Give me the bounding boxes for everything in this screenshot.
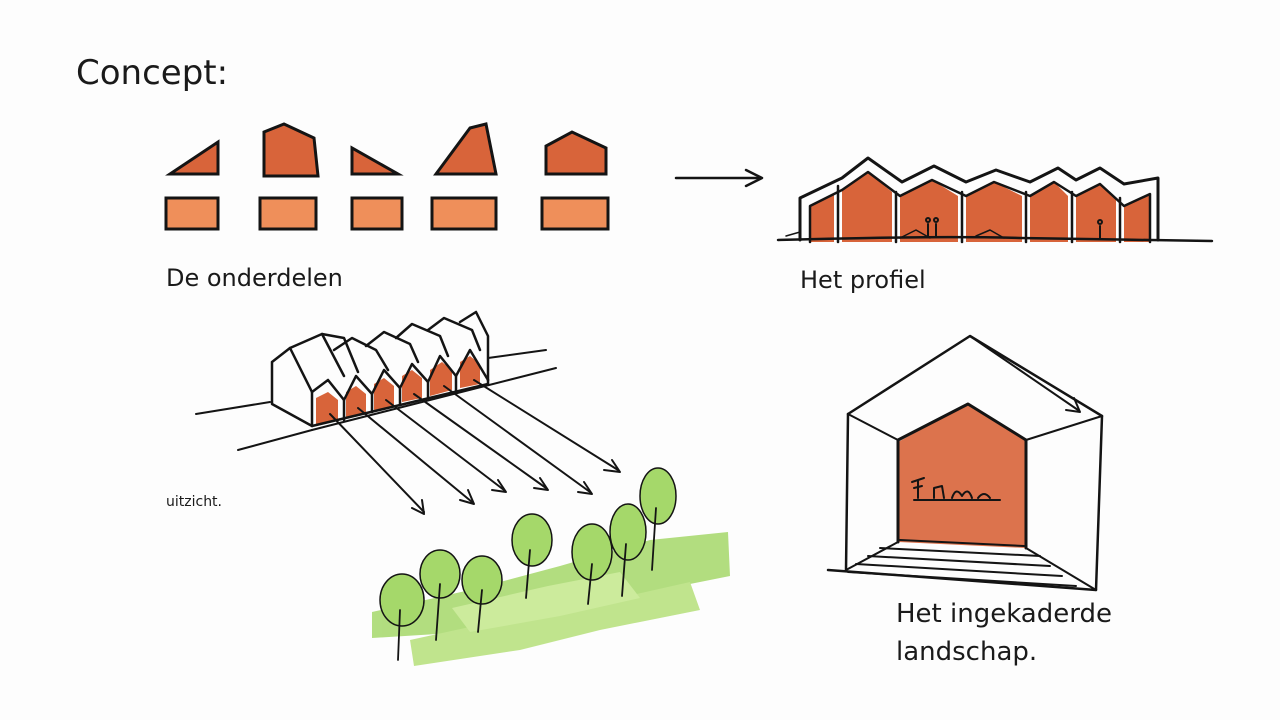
base-pieces <box>164 196 610 231</box>
roof-piece-3 <box>350 145 404 176</box>
base-piece-4 <box>430 196 498 231</box>
base-piece-5 <box>540 196 610 231</box>
profile-building <box>776 156 1214 244</box>
tree-icon <box>511 513 553 599</box>
base-piece-2 <box>258 196 318 231</box>
framed-label-line1: Het ingekaderde <box>896 599 1112 629</box>
title-text: Concept: <box>76 53 228 93</box>
base-piece-3 <box>350 196 404 231</box>
parts-label: De onderdelen <box>166 264 343 292</box>
base-piece-1 <box>164 196 220 231</box>
tree-icon <box>609 503 647 597</box>
profile-label: Het profiel <box>800 266 926 294</box>
tree-icon <box>571 523 613 605</box>
arrow-right-icon <box>674 168 764 188</box>
tree-icon <box>911 477 1001 501</box>
roof-pieces <box>165 122 608 178</box>
tree-icon <box>639 467 677 571</box>
tree-icon <box>419 549 461 641</box>
roof-piece-4 <box>433 122 498 176</box>
framed-label-line2: landschap. <box>896 637 1037 667</box>
framed-landscape <box>826 334 1104 592</box>
view-arrows <box>329 379 621 515</box>
person-icon <box>925 217 939 237</box>
roof-piece-2 <box>262 122 320 178</box>
roof-piece-5 <box>544 130 608 176</box>
roof-piece-1 <box>165 139 220 176</box>
landscape-greenery <box>372 467 730 666</box>
person-icon <box>1097 219 1103 239</box>
tree-icon <box>461 555 503 633</box>
perspective-building <box>195 310 557 451</box>
view-label: uitzicht. <box>166 494 222 510</box>
tree-icon <box>379 573 425 661</box>
